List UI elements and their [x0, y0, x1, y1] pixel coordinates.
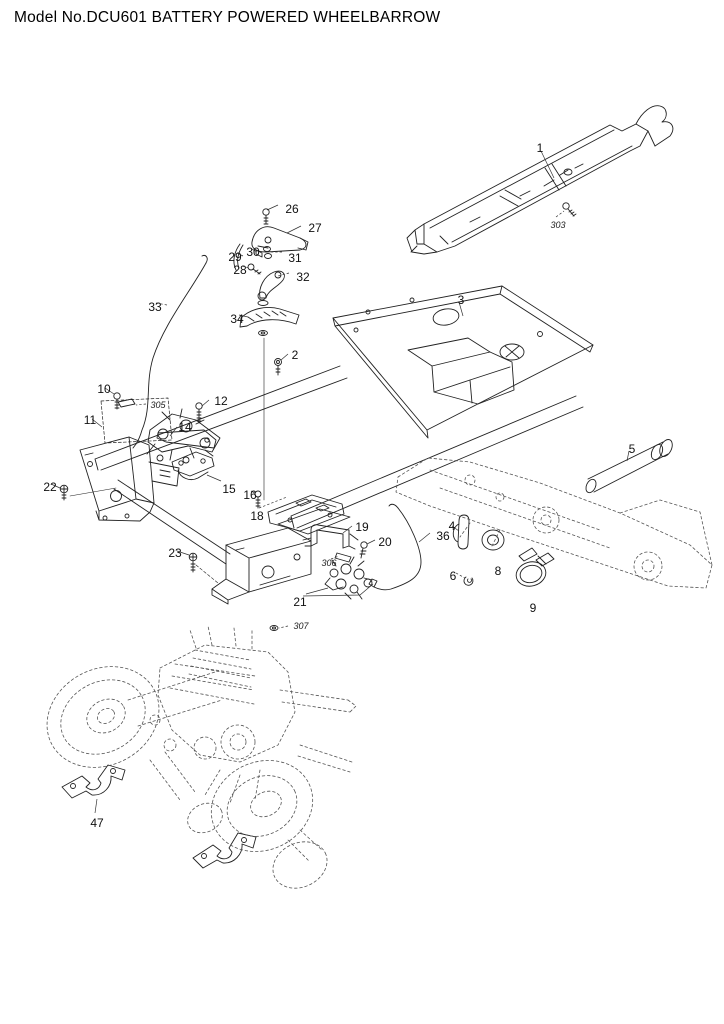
- part-14-bracket: [156, 429, 217, 449]
- ghost-reference-arm: [395, 457, 713, 589]
- page-title: Model No.DCU601 BATTERY POWERED WHEELBAR…: [14, 9, 441, 26]
- callout-19: 19: [355, 520, 369, 534]
- callout-8: 8: [495, 564, 502, 578]
- callout-36: 36: [436, 529, 450, 543]
- callout-32: 32: [296, 270, 310, 284]
- callout-leader-lines: [50, 150, 630, 814]
- part-19-bracket: [302, 524, 359, 550]
- part-29-rod: [233, 243, 244, 271]
- callout-47: 47: [90, 816, 104, 830]
- callout-30: 30: [246, 245, 260, 259]
- callout-27: 27: [308, 221, 322, 235]
- callout-1: 1: [537, 141, 544, 155]
- part-11-latch-assembly: [100, 397, 221, 464]
- left-support-bracket: [79, 436, 180, 522]
- part-26-bolt: [262, 208, 270, 225]
- part-36-cable: [368, 503, 422, 591]
- callout-12: 12: [214, 394, 228, 408]
- part-18-plate: [267, 494, 351, 535]
- part-303-screw: [562, 202, 577, 217]
- part-27-lever: [251, 226, 309, 253]
- part-22-bolt: [59, 484, 117, 501]
- part-31-nut: [263, 246, 272, 259]
- part-306-plate: [334, 552, 352, 563]
- callout-14: 14: [178, 420, 192, 434]
- part-23-bolt: [188, 552, 219, 584]
- ghost-axle-assembly: [46, 625, 357, 889]
- callout-15: 15: [222, 482, 236, 496]
- center-bracket: [211, 527, 312, 605]
- part-2-bolt: [274, 358, 282, 376]
- callout-305: 305: [150, 400, 166, 410]
- part-33-cable: [132, 255, 208, 449]
- part-1-handle-frame: [406, 105, 674, 255]
- callout-9: 9: [530, 601, 537, 615]
- callout-33: 33: [148, 300, 162, 314]
- part-30-pin: [255, 249, 263, 258]
- part-15-clamp: [171, 451, 215, 481]
- callout-2: 2: [292, 348, 299, 362]
- callout-28: 28: [233, 263, 247, 277]
- part-8-ring: [481, 529, 505, 551]
- part-307-washer: [269, 625, 279, 631]
- part-16-bolt: [254, 490, 262, 509]
- diagram-line-art: [59, 105, 674, 869]
- part-10-bolt: [113, 392, 121, 410]
- callout-22: 22: [43, 480, 57, 494]
- part-9-clamp: [515, 547, 555, 587]
- callout-10: 10: [97, 382, 111, 396]
- part-34-sector: [239, 300, 300, 501]
- part-6-clip: [463, 576, 474, 586]
- callout-303: 303: [550, 220, 565, 230]
- callout-21: 21: [293, 595, 307, 609]
- callout-11: 11: [84, 413, 97, 427]
- part-3-frame: [94, 285, 594, 565]
- part-4-pin: [452, 514, 470, 550]
- callout-6: 6: [450, 569, 457, 583]
- callout-34: 34: [230, 312, 244, 326]
- callout-29: 29: [228, 250, 242, 264]
- part-20-bolt: [359, 541, 368, 559]
- callout-3: 3: [458, 293, 465, 307]
- callout-5: 5: [629, 442, 636, 456]
- callout-23: 23: [168, 546, 182, 560]
- callout-31: 31: [288, 251, 302, 265]
- part-28-bolt: [247, 263, 262, 275]
- callout-307: 307: [293, 621, 309, 631]
- callout-16: 16: [243, 488, 257, 502]
- part-5-pin: [585, 439, 673, 494]
- callout-labels: 1 2 3 4 5 6 8 9 10 11 12 14 15 16 18 19 …: [43, 141, 635, 830]
- part-305-plate: [117, 398, 136, 408]
- callout-4: 4: [449, 519, 456, 533]
- callout-306: 306: [321, 558, 336, 568]
- callout-26: 26: [285, 202, 299, 216]
- part-47-bracket-left: [61, 764, 126, 799]
- callout-18: 18: [250, 509, 264, 523]
- part-21-lock-assembly: [324, 556, 373, 600]
- callout-20: 20: [378, 535, 392, 549]
- part-32-link: [257, 270, 285, 301]
